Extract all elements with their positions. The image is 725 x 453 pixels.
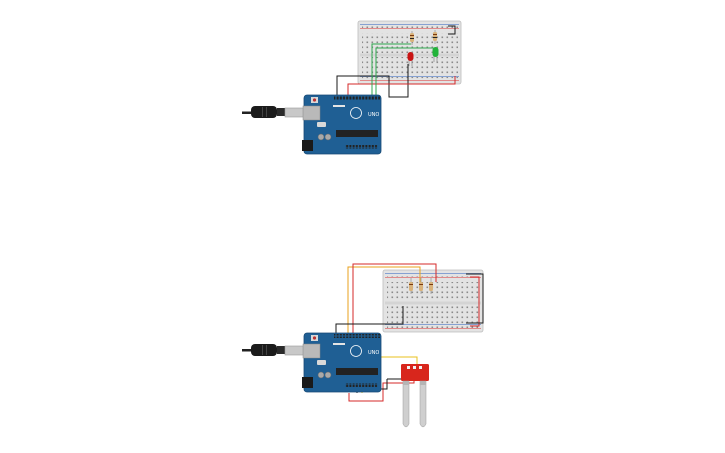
resistor[interactable]	[409, 278, 413, 294]
resistor[interactable]	[433, 30, 437, 44]
led-circuit: UNO	[242, 20, 462, 155]
usb-cable	[242, 344, 306, 356]
green-led[interactable]	[432, 47, 439, 62]
wire-orange[interactable]	[347, 266, 421, 336]
breadboard[interactable]	[382, 269, 484, 333]
resistor[interactable]	[410, 31, 414, 45]
wire-red[interactable]	[347, 76, 456, 97]
red-led[interactable]	[407, 52, 414, 66]
wire-black[interactable]	[448, 25, 456, 35]
board-label: UNO	[368, 112, 379, 118]
soil-moisture-sensor[interactable]	[401, 364, 429, 428]
wire-green[interactable]	[371, 43, 411, 97]
arduino-uno[interactable]: UNO	[302, 94, 382, 155]
resistor[interactable]	[419, 278, 423, 294]
wire-black[interactable]	[466, 273, 484, 324]
wire-red[interactable]	[348, 378, 415, 402]
usb-cable	[242, 106, 306, 118]
wire-red[interactable]	[352, 263, 437, 336]
wire-green[interactable]	[375, 47, 434, 97]
board-label: UNO	[368, 350, 379, 356]
wire-black[interactable]	[335, 306, 404, 336]
soil-moisture-circuit: UNO	[242, 263, 484, 428]
resistor[interactable]	[429, 278, 433, 294]
wire-red[interactable]	[470, 276, 480, 327]
arduino-uno[interactable]: UNO	[302, 332, 382, 393]
wire-black[interactable]	[336, 64, 409, 98]
wires	[336, 25, 456, 98]
